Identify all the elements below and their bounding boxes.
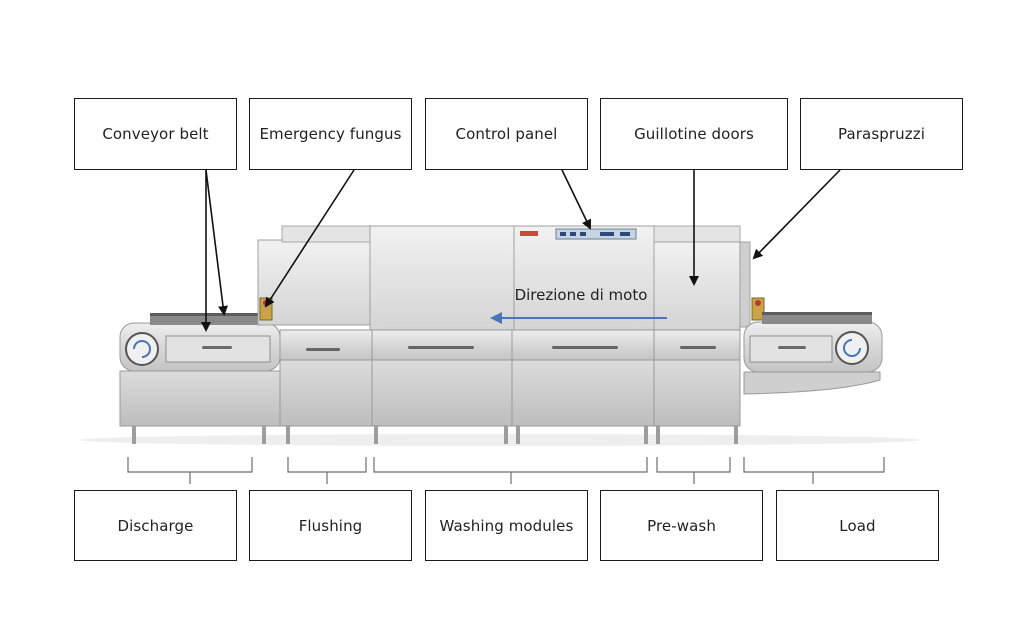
label-flushing: Flushing: [249, 490, 412, 561]
label-control-panel: Control panel: [425, 98, 588, 170]
direction-label: Direzione di moto: [515, 286, 648, 304]
label-pre-wash: Pre-wash: [600, 490, 763, 561]
label-emergency-fungus: Emergency fungus: [249, 98, 412, 170]
floor-shadow: [80, 434, 920, 446]
label-conveyor-belt: Conveyor belt: [74, 98, 237, 170]
label-guillotine-doors: Guillotine doors: [600, 98, 788, 170]
label-washing-modules: Washing modules: [425, 490, 588, 561]
label-load: Load: [776, 490, 939, 561]
leader-lines: [201, 169, 841, 332]
label-discharge: Discharge: [74, 490, 237, 561]
label-paraspruzzi: Paraspruzzi: [800, 98, 963, 170]
load-section: [743, 312, 883, 395]
machine-main-body: [257, 225, 765, 444]
discharge-section: [119, 313, 281, 444]
section-braces: [127, 457, 885, 484]
